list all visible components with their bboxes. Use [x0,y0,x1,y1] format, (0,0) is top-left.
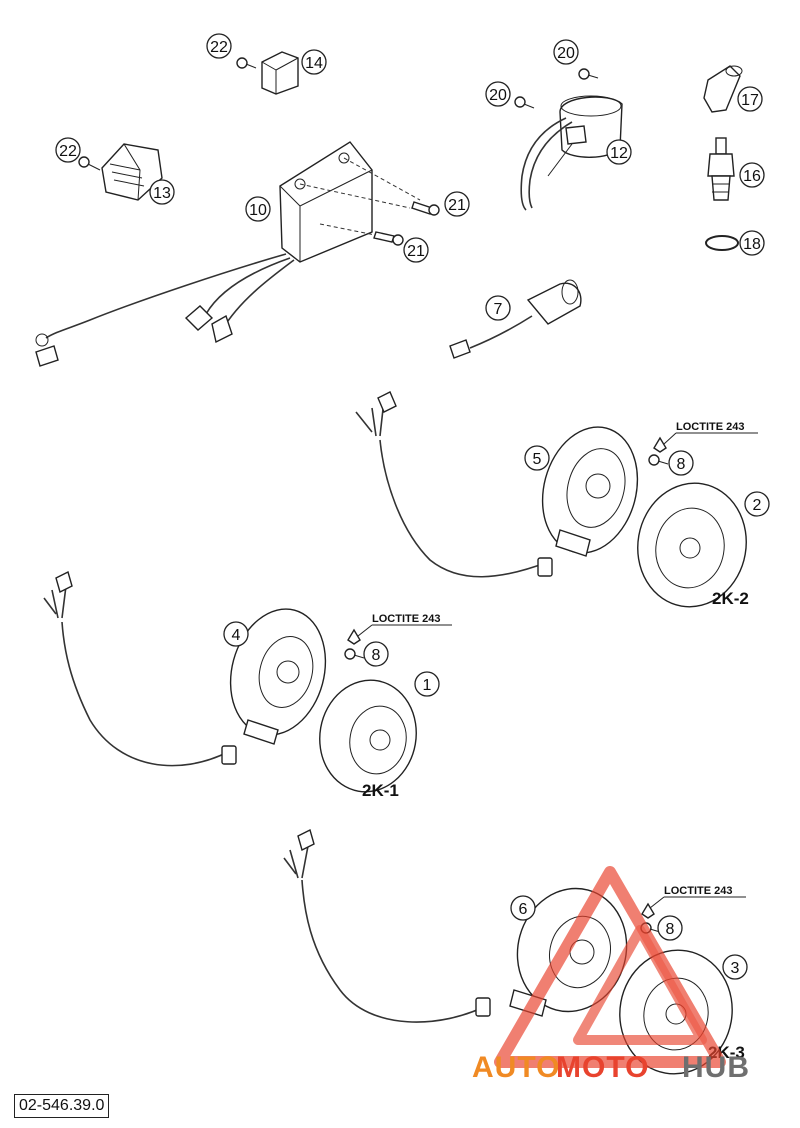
watermark-triangle-inner [573,925,707,1045]
stator-assembly-5 [355,391,639,578]
screw-8-2k1 [344,628,365,660]
svg-text:AUTO: AUTO [472,1051,560,1084]
part-sensor-7 [449,279,582,359]
screw-20-left [514,96,535,109]
svg-text:20: 20 [489,87,507,104]
callout-22-left: 22 [55,137,81,163]
callout-8-2k1: 8 [363,641,389,667]
svg-text:21: 21 [407,243,425,260]
svg-text:4: 4 [232,627,241,644]
part-ignition-coil-12 [520,95,623,211]
callout-5: 5 [524,445,550,471]
callout-21-lower: 21 [403,237,429,263]
svg-text:8: 8 [666,921,675,938]
callout-4: 4 [223,621,249,647]
callout-2: 2 [744,491,770,517]
svg-text:21: 21 [448,197,466,214]
screw-8-2k2 [648,436,669,466]
callout-20-top: 20 [553,39,579,65]
callout-3: 3 [722,954,748,980]
rotor-flywheel-2 [637,482,747,608]
svg-text:17: 17 [741,92,759,109]
svg-text:8: 8 [372,647,381,664]
callout-6: 6 [510,895,536,921]
svg-text:8: 8 [677,456,686,473]
svg-text:22: 22 [59,143,77,160]
svg-text:3: 3 [731,960,740,977]
callout-17: 17 [737,86,763,112]
callout-18: 18 [739,230,765,256]
svg-text:20: 20 [557,45,575,62]
loctite-label: LOCTITE 243 [372,613,440,625]
loctite-label: LOCTITE 243 [676,421,744,433]
callout-21-upper: 21 [444,191,470,217]
rotor-flywheel-1 [319,679,417,793]
loctite-note-2k3: LOCTITE 243 [649,885,746,909]
callout-22-top: 22 [206,33,232,59]
svg-text:7: 7 [494,301,503,318]
callout-8-2k2: 8 [668,450,694,476]
svg-text:16: 16 [743,168,761,185]
watermark-text: AUTO MOTO HUB [472,1051,750,1084]
part-regulator-13 [101,143,163,201]
svg-text:13: 13 [153,185,171,202]
svg-text:18: 18 [743,236,761,253]
callout-16: 16 [739,162,765,188]
loctite-note-2k1: LOCTITE 243 [357,613,452,637]
callout-10: 10 [245,196,271,222]
callout-13: 13 [149,179,175,205]
part-cdi-box-10 [35,141,421,367]
variant-label-2k2: 2K-2 [712,589,749,608]
svg-text:2: 2 [753,497,762,514]
loctite-label: LOCTITE 243 [664,885,732,897]
svg-text:HUB: HUB [682,1051,750,1084]
loctite-note-2k2: LOCTITE 243 [663,421,758,445]
document-id: 02-546.39.0 [14,1094,110,1118]
callout-7: 7 [485,295,511,321]
svg-text:MOTO: MOTO [556,1051,649,1084]
screw-21-lower [373,231,404,246]
svg-text:14: 14 [305,55,323,72]
callout-8-2k3: 8 [657,915,683,941]
svg-text:22: 22 [210,39,228,56]
svg-text:1: 1 [423,677,432,694]
watermark-logo [494,866,726,1068]
svg-text:10: 10 [249,202,267,219]
screw-20-top [578,68,599,80]
variant-label-2k1: 2K-1 [362,781,399,800]
svg-text:6: 6 [519,901,528,918]
screw-22-top [236,57,257,69]
svg-text:5: 5 [533,451,542,468]
stator-assembly-4 [43,570,327,767]
callout-20-left: 20 [485,81,511,107]
screw-22-left [78,156,101,171]
callout-1: 1 [414,671,440,697]
part-bracket-14 [261,51,299,95]
stator-assembly-6 [283,828,628,1023]
part-plug-cap-17 [703,65,743,113]
part-o-ring-18 [705,235,739,251]
callout-12: 12 [606,139,632,165]
screw-21-upper [411,201,440,216]
part-spark-plug-16 [707,137,735,201]
callout-14: 14 [301,49,327,75]
svg-text:12: 12 [610,145,628,162]
